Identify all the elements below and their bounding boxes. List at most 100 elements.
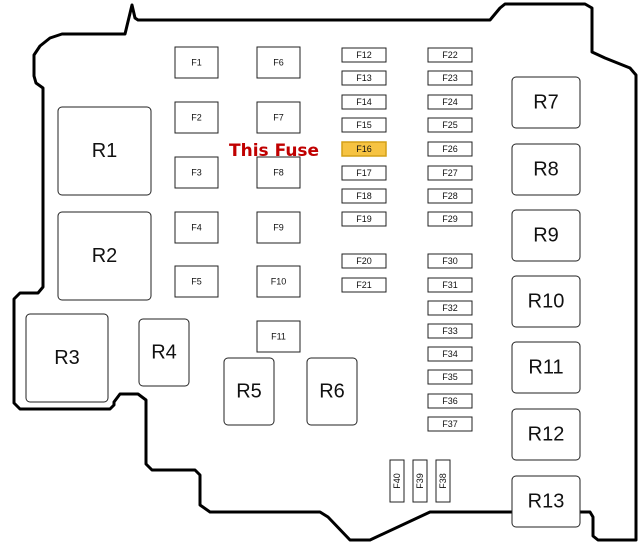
fuse-f21: F21 <box>341 277 387 293</box>
fuse-label: F27 <box>442 168 458 178</box>
fuse-body <box>427 277 473 293</box>
relay-body <box>511 209 581 262</box>
fuse-label: F40 <box>392 473 402 489</box>
fuse-body <box>174 46 219 79</box>
fuse-body <box>427 94 473 110</box>
fuse-body <box>427 346 473 362</box>
fuse-f31: F31 <box>427 277 473 293</box>
fuse-body <box>427 47 473 63</box>
fuse-body <box>389 459 405 503</box>
fuse-body <box>174 265 219 298</box>
fuse-body <box>427 165 473 181</box>
fuse-f25: F25 <box>427 117 473 133</box>
fuse-label: F23 <box>442 73 458 83</box>
fuse-f2: F2 <box>174 101 219 134</box>
this-fuse-callout: This Fuse <box>229 141 319 161</box>
fuse-f14: F14 <box>341 94 387 110</box>
relay-body <box>306 357 358 426</box>
relay-body <box>25 313 109 403</box>
relay-body <box>511 275 581 328</box>
fuse-f4: F4 <box>174 211 219 244</box>
fuse-body <box>435 459 451 503</box>
fuse-f20: F20 <box>341 253 387 269</box>
fuse-label: F39 <box>415 473 425 489</box>
fuse-body <box>256 265 301 298</box>
fuse-body <box>427 188 473 204</box>
relay-body <box>511 341 581 394</box>
relay-label: R12 <box>528 424 565 446</box>
fuse-f38: F38 <box>435 459 451 503</box>
relay-r5: R5 <box>223 357 275 426</box>
fuse-f16: F16 <box>341 141 387 157</box>
relay-r2: R2 <box>57 211 152 301</box>
relay-label: R8 <box>533 159 559 181</box>
fuse-label: F12 <box>356 50 372 60</box>
fuse-body <box>427 369 473 385</box>
fuse-f5: F5 <box>174 265 219 298</box>
fuse-f17: F17 <box>341 165 387 181</box>
fuse-label: F15 <box>356 120 372 130</box>
fuse-body <box>427 253 473 269</box>
fuse-label: F30 <box>442 256 458 266</box>
fuse-body <box>427 117 473 133</box>
fuse-label: F13 <box>356 73 372 83</box>
relay-r12: R12 <box>511 408 581 461</box>
relay-body <box>511 143 581 196</box>
relay-body <box>57 106 152 196</box>
relay-label: R11 <box>528 357 563 379</box>
relay-label: R4 <box>151 342 177 364</box>
fuse-body <box>341 165 387 181</box>
relay-label: R3 <box>54 347 80 369</box>
fuse-f39: F39 <box>412 459 428 503</box>
fuse-body <box>412 459 428 503</box>
fuse-f6: F6 <box>256 46 301 79</box>
relay-r7: R7 <box>511 76 581 129</box>
fuse-body <box>341 277 387 293</box>
fuse-label: F17 <box>356 168 372 178</box>
fuse-label: F21 <box>356 280 372 290</box>
relay-r11: R11 <box>511 341 581 394</box>
relay-body <box>511 408 581 461</box>
relay-label: R7 <box>533 92 559 114</box>
fuse-label: F28 <box>442 191 458 201</box>
relay-r10: R10 <box>511 275 581 328</box>
fuse-body <box>427 141 473 157</box>
fuse-label: F29 <box>442 214 458 224</box>
fuse-label: F36 <box>442 396 458 406</box>
fuse-f36: F36 <box>427 393 473 409</box>
fuse-f8: F8 <box>256 156 301 189</box>
fuse-f11: F11 <box>256 320 301 353</box>
fuse-label: F7 <box>273 113 284 123</box>
relay-label: R10 <box>528 291 565 313</box>
fuse-label: F11 <box>271 332 286 342</box>
fuse-label: F33 <box>442 326 458 336</box>
fuse-f40: F40 <box>389 459 405 503</box>
relay-label: R13 <box>528 491 565 513</box>
fuse-body <box>341 188 387 204</box>
relay-r9: R9 <box>511 209 581 262</box>
relay-body <box>223 357 275 426</box>
fuse-body <box>427 300 473 316</box>
fuse-f28: F28 <box>427 188 473 204</box>
fuse-label: F38 <box>438 473 448 489</box>
relay-r6: R6 <box>306 357 358 426</box>
relay-r8: R8 <box>511 143 581 196</box>
fuse-body <box>174 156 219 189</box>
relay-body <box>511 76 581 129</box>
fuse-label: F31 <box>442 280 458 290</box>
relay-label: R2 <box>92 245 118 267</box>
relay-label: R9 <box>533 225 559 247</box>
fuse-body <box>341 94 387 110</box>
fuse-body <box>256 320 301 353</box>
fuse-f3: F3 <box>174 156 219 189</box>
fuse-f23: F23 <box>427 70 473 86</box>
fuse-f1: F1 <box>174 46 219 79</box>
fuse-f7: F7 <box>256 101 301 134</box>
fuse-f37: F37 <box>427 416 473 432</box>
fuse-body <box>174 211 219 244</box>
fuse-f10: F10 <box>256 265 301 298</box>
fuse-body <box>427 393 473 409</box>
fuse-label: F10 <box>271 277 287 287</box>
